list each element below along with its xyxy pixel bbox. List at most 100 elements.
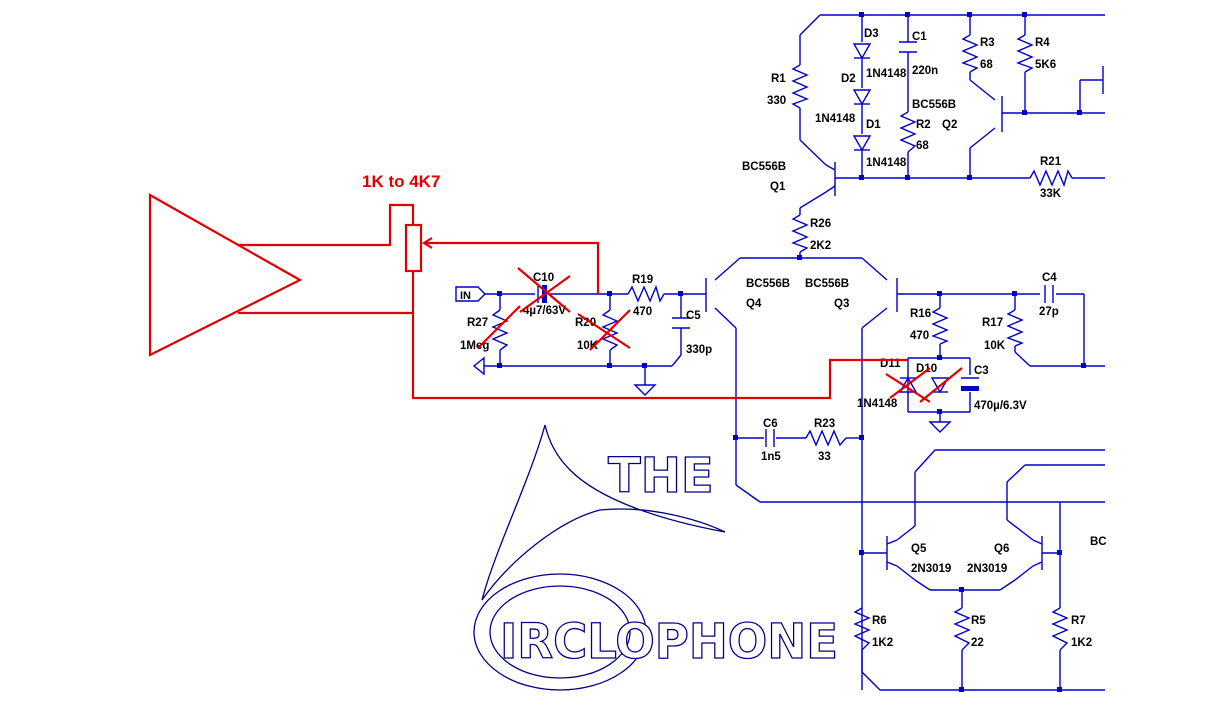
potentiometer	[404, 223, 423, 273]
label-c4-ref: C4	[1042, 272, 1057, 284]
label-c10-value: 4µ7/63V	[523, 305, 566, 317]
red-annotation: 1K to 4K7	[148, 172, 963, 403]
resistor-r7	[1051, 607, 1069, 651]
crossed-out-r27	[477, 305, 521, 349]
label-r26-ref: R26	[810, 218, 831, 230]
label-r16-value: 470	[910, 330, 929, 342]
label-q1-type: BC556B	[742, 161, 786, 173]
label-c4-value: 27p	[1039, 306, 1059, 318]
label-d3-value: 1N4148	[866, 68, 907, 80]
horn-shape	[481, 424, 726, 601]
label-q4-type: BC556B	[746, 278, 790, 290]
pot-wire-top	[238, 203, 415, 247]
label-r2-value: 68	[916, 140, 929, 152]
capacitor-c3	[961, 377, 979, 391]
capacitor-c5	[672, 317, 690, 329]
resistor-r23	[805, 429, 847, 447]
label-d1-value: 1N4148	[866, 157, 907, 169]
label-r3-value: 68	[980, 59, 993, 71]
logo-ring-inner	[489, 585, 631, 679]
label-r21-value: 33K	[1040, 188, 1062, 200]
label-r4-ref: R4	[1035, 37, 1050, 49]
resistor-r17	[1006, 309, 1024, 347]
label-q1-ref: Q1	[770, 181, 786, 193]
label-r19-value: 470	[633, 306, 652, 318]
junction-dots	[497, 12, 1086, 692]
label-r23-value: 33	[818, 451, 831, 463]
label-r20-value: 10K	[577, 340, 599, 352]
label-r19-ref: R19	[632, 274, 653, 286]
label-q4-ref: Q4	[746, 298, 762, 310]
label-q6-ref: Q6	[994, 543, 1009, 555]
label-d10-ref: D10	[916, 363, 937, 375]
transistor-q1	[825, 162, 836, 196]
wires	[484, 14, 1105, 691]
resistor-r4	[1016, 34, 1034, 73]
label-c6-ref: C6	[763, 418, 778, 430]
label-r21-ref: R21	[1040, 156, 1062, 168]
capacitor-c6	[765, 429, 775, 447]
label-r7-value: 1K2	[1071, 637, 1092, 649]
capacitor-c1	[899, 41, 917, 53]
logo-line1: THE	[608, 448, 714, 504]
label-q2-type: BC556B	[912, 99, 956, 111]
label-c1-ref: C1	[912, 31, 927, 43]
label-r1-value: 330	[767, 95, 786, 107]
label-r27-ref: R27	[467, 317, 488, 329]
label-r2-ref: R2	[916, 119, 931, 131]
input-tag: IN	[460, 290, 471, 302]
resistor-r26	[791, 214, 809, 253]
input-port: IN	[455, 286, 486, 302]
resistor-r2	[899, 111, 917, 153]
crossed-out-diodes	[885, 367, 963, 403]
label-c5-value: 330p	[686, 344, 712, 356]
label-r23-ref: R23	[814, 418, 835, 430]
diode-d2	[852, 89, 872, 106]
diodes	[852, 43, 950, 394]
label-q2-ref: Q2	[942, 119, 957, 131]
label-d1-ref: D1	[866, 119, 881, 131]
label-edge-truncated: BC	[1090, 536, 1107, 548]
label-q6-type: 2N3019	[967, 563, 1007, 575]
capacitor-c4	[1044, 285, 1054, 303]
label-d3-ref: D3	[864, 28, 879, 40]
resistor-r1	[791, 64, 809, 109]
resistor-r19	[627, 284, 665, 303]
label-r16-ref: R16	[910, 308, 931, 320]
diode-d1	[852, 135, 872, 152]
resistor-r27	[491, 309, 509, 351]
circlophone-logo: THE IRCLOPHONE	[473, 424, 839, 691]
resistor-r21	[1029, 169, 1073, 188]
component-labels: R1 330 D3 1N4148 D2 1N4148 D1 1N4148 C1 …	[460, 28, 1107, 649]
label-r7-ref: R7	[1071, 615, 1086, 627]
transistor-q6	[1032, 536, 1043, 570]
label-d11-value: 1N4148	[857, 398, 898, 410]
resistor-r3	[961, 34, 979, 73]
resistor-r16	[931, 307, 949, 345]
pot-value-label: 1K to 4K7	[362, 172, 440, 191]
transistor-q5	[886, 536, 898, 570]
label-c3-value: 470µ/6.3V	[974, 400, 1027, 412]
label-q5-type: 2N3019	[911, 563, 951, 575]
label-d2-value: 1N4148	[815, 113, 856, 125]
logo-ring-outer	[473, 573, 647, 691]
label-r20-ref: R20	[575, 317, 596, 329]
diode-d3	[852, 43, 872, 60]
label-r5-value: 22	[971, 637, 984, 649]
label-r1-ref: R1	[771, 73, 786, 85]
amplifier-triangle	[148, 193, 303, 357]
feedback-wire	[411, 313, 908, 400]
ground-symbol-c3	[928, 421, 952, 433]
logo-line2: IRCLOPHONE	[500, 614, 838, 670]
label-d2-ref: D2	[841, 73, 856, 85]
ground-symbol-input	[472, 356, 485, 376]
label-r5-ref: R5	[971, 615, 986, 627]
resistor-r6	[853, 607, 871, 651]
crossed-out-c10	[517, 267, 571, 313]
label-c3-ref: C3	[974, 365, 989, 377]
label-c5-ref: C5	[686, 310, 701, 322]
transistors	[705, 96, 1043, 570]
resistors	[491, 34, 1073, 651]
pot-wire-bottom	[238, 271, 415, 315]
